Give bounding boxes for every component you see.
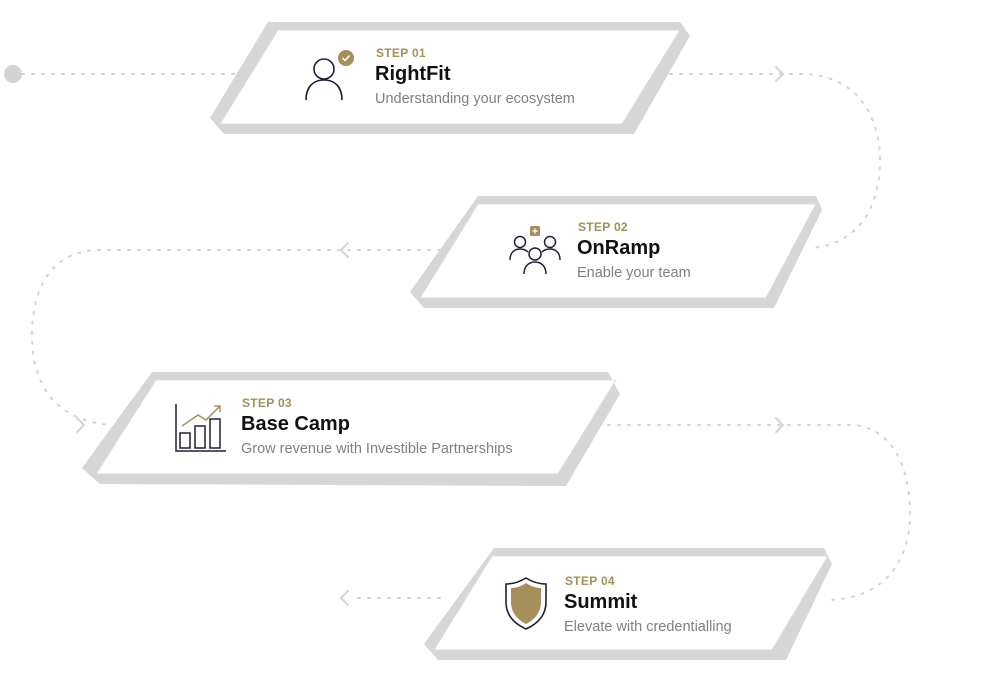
step-card-summit: STEP 04 Summit Elevate with credentialli… [424,548,894,660]
chevron-left-icon [340,590,349,606]
step-subtitle: Understanding your ecosystem [375,91,575,107]
person-check-icon [305,50,354,101]
step-number: STEP 01 [376,46,426,60]
step-number: STEP 04 [565,574,615,588]
step-number: STEP 02 [578,220,628,234]
step-card-onramp: STEP 02 OnRamp Enable your team [410,196,880,308]
step-subtitle: Enable your team [577,265,691,281]
shield-icon [505,577,547,630]
team-plus-icon [509,226,561,275]
card-plates [210,22,690,134]
step-card-base-camp: STEP 03 Base Camp Grow revenue with Inve… [82,372,620,486]
card-plates [410,196,822,308]
step-number: STEP 03 [242,396,292,410]
step-title: Base Camp [241,413,350,435]
step-card-rightfit: STEP 01 RightFit Understanding your ecos… [210,22,690,134]
card-plates [424,548,832,660]
step-subtitle: Grow revenue with Investible Partnership… [241,441,513,457]
chevron-right-icon [76,417,85,433]
chevron-right-icon [775,417,784,433]
chevron-right-icon [775,66,784,82]
step-title: Summit [564,591,638,613]
path-start-dot [4,65,22,83]
chevron-left-icon [340,242,349,258]
step-subtitle: Elevate with credentialling [564,619,732,635]
step-title: OnRamp [577,237,661,259]
step-title: RightFit [375,63,451,85]
bar-chart-growth-icon [175,404,226,452]
